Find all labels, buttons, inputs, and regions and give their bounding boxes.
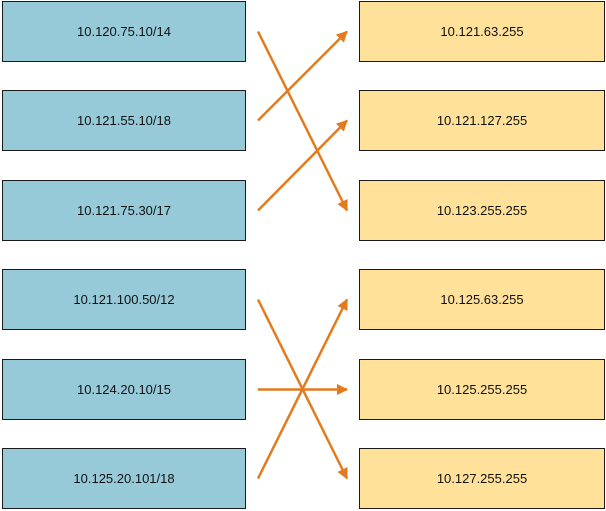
address-box-4[interactable]: 10.121.100.50/12: [2, 269, 246, 330]
address-label: 10.121.100.50/12: [73, 292, 175, 307]
broadcast-box-5[interactable]: 10.125.255.255: [359, 359, 605, 420]
broadcast-label: 10.125.63.255: [440, 292, 524, 307]
broadcast-label: 10.121.63.255: [440, 24, 524, 39]
address-label: 10.125.20.101/18: [73, 471, 175, 486]
broadcast-label: 10.123.255.255: [436, 203, 528, 218]
arrow-2-to-1: [257, 30, 348, 122]
address-box-5[interactable]: 10.124.20.10/15: [2, 359, 246, 420]
broadcast-label: 10.121.127.255: [436, 113, 528, 128]
broadcast-box-1[interactable]: 10.121.63.255: [359, 1, 605, 62]
address-box-3[interactable]: 10.121.75.30/17: [2, 180, 246, 241]
arrow-3-to-2: [257, 119, 348, 212]
address-label: 10.121.75.30/17: [77, 203, 171, 218]
arrow-1-to-3: [256, 30, 349, 212]
address-box-6[interactable]: 10.125.20.101/18: [2, 448, 246, 509]
address-label: 10.121.55.10/18: [77, 113, 171, 128]
broadcast-box-2[interactable]: 10.121.127.255: [359, 90, 605, 151]
broadcast-label: 10.125.255.255: [436, 382, 528, 397]
broadcast-box-3[interactable]: 10.123.255.255: [359, 180, 605, 241]
address-label: 10.120.75.10/14: [77, 24, 171, 39]
broadcast-box-6[interactable]: 10.127.255.255: [359, 448, 605, 509]
address-label: 10.124.20.10/15: [77, 382, 171, 397]
address-box-2[interactable]: 10.121.55.10/18: [2, 90, 246, 151]
broadcast-label: 10.127.255.255: [436, 471, 528, 486]
arrow-6-to-4: [256, 298, 349, 480]
address-box-1[interactable]: 10.120.75.10/14: [2, 1, 246, 62]
broadcast-box-4[interactable]: 10.125.63.255: [359, 269, 605, 330]
